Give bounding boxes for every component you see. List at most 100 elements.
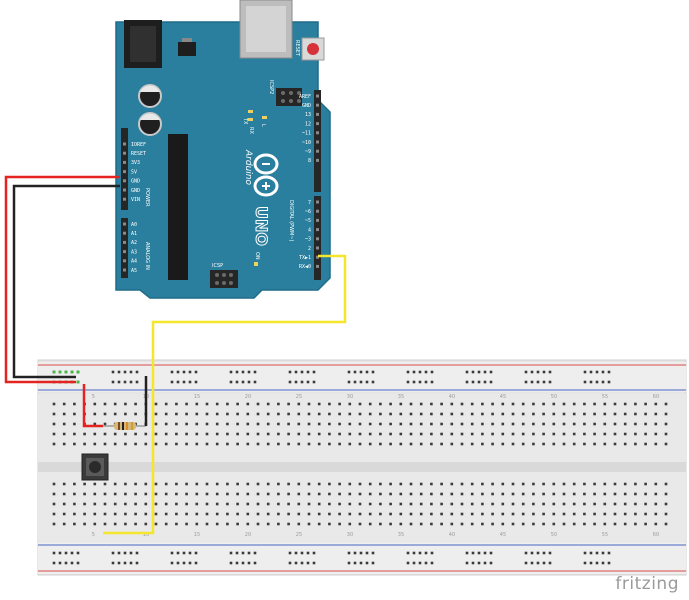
rail-hole xyxy=(300,380,304,384)
terminal-hole xyxy=(338,502,341,506)
terminal-hole xyxy=(460,482,464,486)
terminal-hole xyxy=(460,512,464,516)
terminal-hole xyxy=(185,512,188,516)
terminal-hole xyxy=(634,422,637,426)
pin-label: ~9 xyxy=(305,149,311,155)
rail-hole xyxy=(589,370,593,374)
terminal-hole xyxy=(215,432,219,436)
icsp2-header xyxy=(276,88,302,106)
terminal-hole xyxy=(409,422,413,426)
terminal-hole xyxy=(103,502,107,506)
terminal-hole xyxy=(481,492,484,496)
rail-hole xyxy=(424,380,428,384)
terminal-hole xyxy=(287,502,290,506)
pin-label: ~11 xyxy=(302,131,311,137)
header-pin xyxy=(316,264,319,268)
rail-hole xyxy=(58,551,62,555)
terminal-hole xyxy=(409,442,413,446)
terminal-hole xyxy=(134,522,137,526)
column-number: 20 xyxy=(245,532,251,538)
terminal-hole xyxy=(542,402,545,406)
terminal-hole xyxy=(368,412,372,416)
terminal-hole xyxy=(593,502,596,506)
arduino-infinity-logo xyxy=(253,153,279,197)
terminal-hole xyxy=(430,432,433,436)
header-pin xyxy=(123,268,126,272)
terminal-hole xyxy=(164,502,168,506)
rail-hole xyxy=(347,551,351,555)
terminal-hole xyxy=(419,432,423,436)
terminal-hole xyxy=(664,402,668,406)
header-pin xyxy=(316,103,319,107)
terminal-hole xyxy=(164,522,168,526)
rail-hole xyxy=(595,370,599,374)
terminal-hole xyxy=(379,412,382,416)
terminal-hole xyxy=(246,512,250,516)
terminal-hole xyxy=(328,492,331,496)
terminal-hole xyxy=(317,502,321,506)
terminal-hole xyxy=(93,432,97,436)
terminal-hole xyxy=(226,402,229,406)
terminal-hole xyxy=(144,432,148,436)
terminal-hole xyxy=(521,402,525,406)
terminal-hole xyxy=(62,512,66,516)
terminal-hole xyxy=(124,402,127,406)
terminal-hole xyxy=(317,422,321,426)
terminal-hole xyxy=(481,502,484,506)
terminal-hole xyxy=(348,422,352,426)
terminal-hole xyxy=(338,422,341,426)
terminal-hole xyxy=(215,412,219,416)
rail-hole xyxy=(542,380,546,384)
terminal-hole xyxy=(583,492,586,496)
terminal-hole xyxy=(256,512,260,516)
terminal-hole xyxy=(134,512,137,516)
terminal-hole xyxy=(654,412,658,416)
terminal-hole xyxy=(307,512,311,516)
terminal-hole xyxy=(62,402,66,406)
terminal-hole xyxy=(113,412,117,416)
terminal-hole xyxy=(62,412,66,416)
terminal-hole xyxy=(399,412,403,416)
terminal-hole xyxy=(113,482,117,486)
terminal-hole xyxy=(450,412,454,416)
column-number: 25 xyxy=(296,394,302,400)
pin-label: ~3 xyxy=(305,237,311,243)
terminal-hole xyxy=(450,432,454,436)
terminal-hole xyxy=(348,522,352,526)
terminal-hole xyxy=(134,482,137,486)
terminal-holes xyxy=(52,402,668,526)
rail-hole xyxy=(247,370,251,374)
rail-hole xyxy=(365,380,369,384)
terminal-hole xyxy=(593,442,596,446)
terminal-hole xyxy=(654,442,658,446)
resistor xyxy=(103,422,146,430)
terminal-hole xyxy=(287,522,290,526)
terminal-hole xyxy=(317,492,321,496)
terminal-hole xyxy=(532,482,535,486)
terminal-hole xyxy=(419,412,423,416)
terminal-hole xyxy=(664,512,668,516)
terminal-hole xyxy=(307,442,311,446)
terminal-hole xyxy=(552,412,556,416)
terminal-hole xyxy=(419,502,423,506)
rail-hole xyxy=(347,561,351,565)
terminal-hole xyxy=(62,522,66,526)
terminal-hole xyxy=(164,412,168,416)
rail-hole xyxy=(371,551,375,555)
terminal-hole xyxy=(613,432,617,436)
terminal-hole xyxy=(664,442,668,446)
terminal-hole xyxy=(103,412,107,416)
pin-label: GND xyxy=(131,188,140,194)
rail-hole xyxy=(353,380,357,384)
terminal-hole xyxy=(552,522,556,526)
terminal-hole xyxy=(236,412,239,416)
header-pin xyxy=(316,209,319,213)
rail-hole xyxy=(247,551,251,555)
rail-hole xyxy=(524,551,528,555)
rail-hole xyxy=(235,551,239,555)
header-pin xyxy=(316,122,319,126)
terminal-hole xyxy=(266,522,270,526)
terminal-hole xyxy=(73,432,76,436)
terminal-hole xyxy=(297,522,301,526)
header-pin xyxy=(123,179,126,183)
